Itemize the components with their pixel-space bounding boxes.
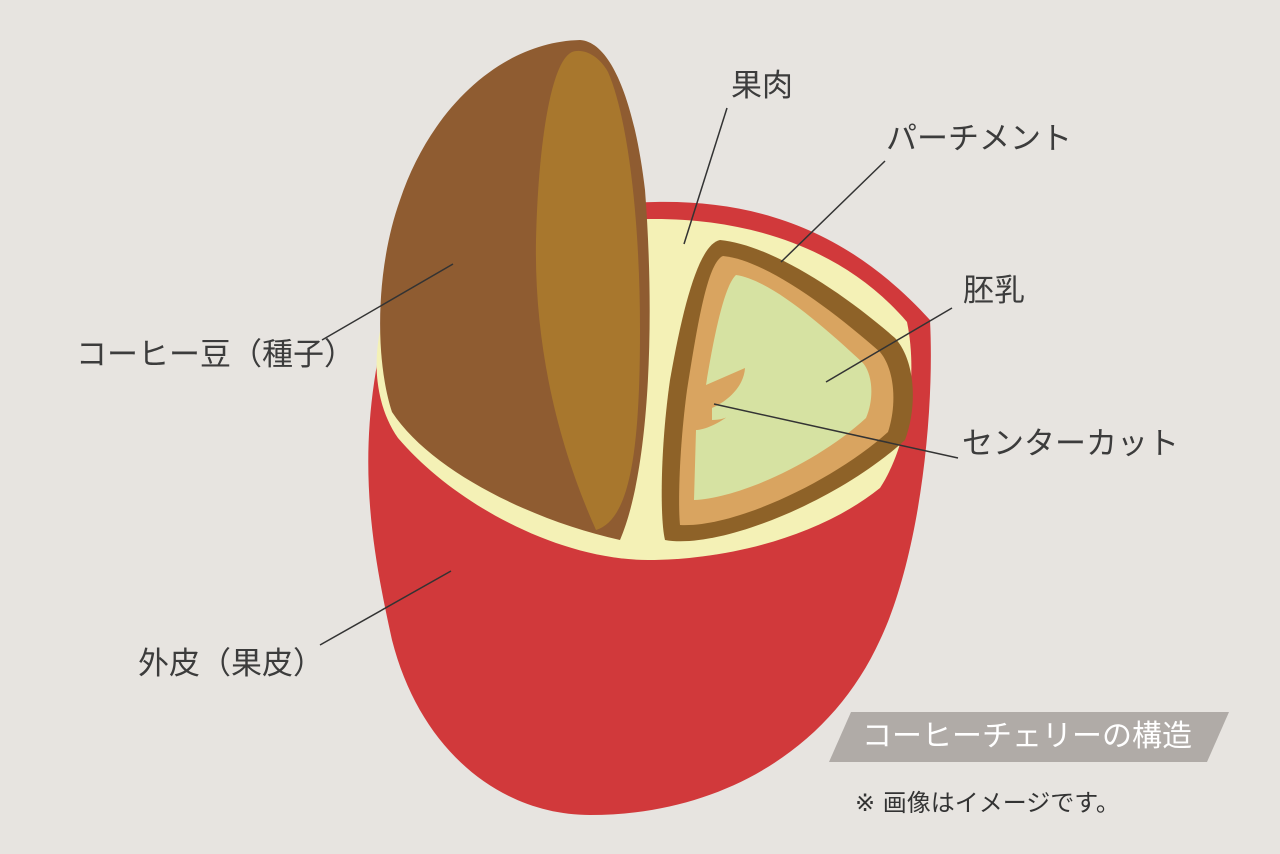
label-skin: 外皮（果皮） xyxy=(138,646,324,682)
caption-badge xyxy=(829,712,1229,762)
label-coffee-bean: コーヒー豆（種子） xyxy=(76,337,355,373)
label-center-cut: センターカット xyxy=(962,426,1179,462)
leader-line-skin xyxy=(319,570,452,646)
leader-line-pulp xyxy=(683,107,728,245)
leader-line-endosperm xyxy=(825,307,953,383)
label-pulp: 果肉 xyxy=(731,68,793,104)
caption-note: ※ 画像はイメージです。 xyxy=(855,789,1120,817)
label-endosperm: 胚乳 xyxy=(963,273,1025,309)
label-parchment: パーチメント xyxy=(886,121,1072,157)
leader-line-coffee-bean xyxy=(321,263,454,341)
leader-line-center-cut xyxy=(713,403,959,459)
leader-line-parchment xyxy=(780,160,886,263)
coffee-bean-cut-face xyxy=(535,50,640,530)
caption-title: コーヒーチェリーの構造 xyxy=(862,719,1192,754)
endosperm xyxy=(694,275,872,500)
